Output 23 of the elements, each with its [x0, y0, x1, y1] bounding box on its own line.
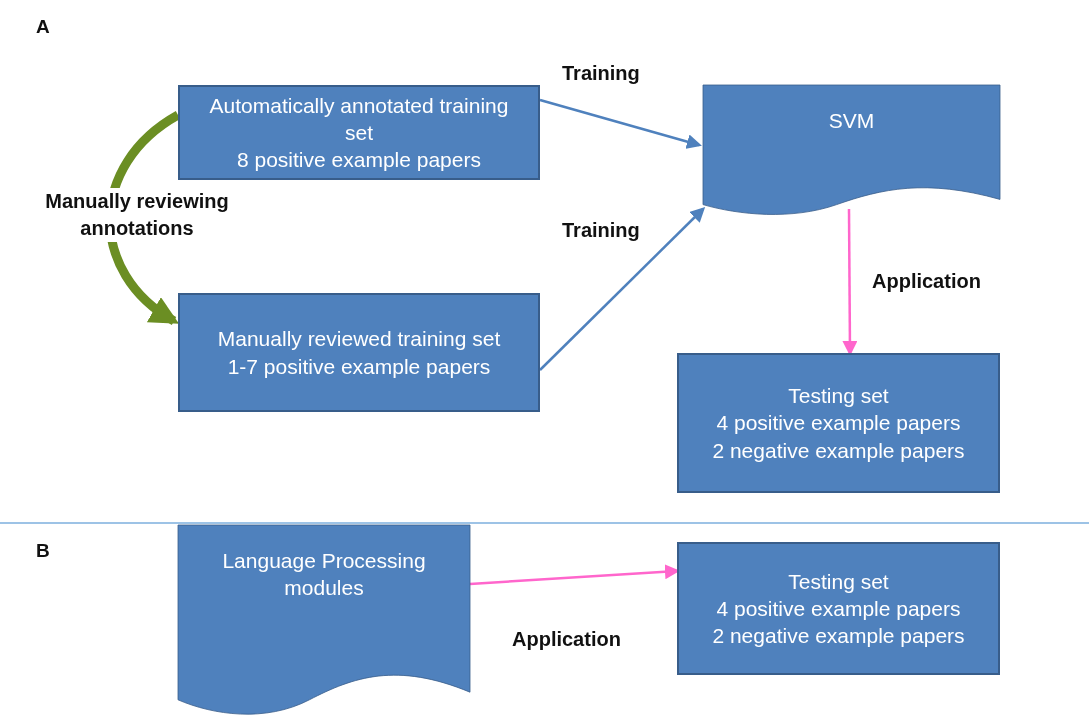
- process-box: [178, 293, 540, 412]
- node-text: 4 positive example papers: [716, 410, 961, 437]
- node-text: Automatically annotated training set: [208, 92, 510, 146]
- process-box: [178, 85, 540, 180]
- arrow: [539, 98, 702, 149]
- process-box: [677, 542, 1000, 675]
- node-text: Language Processing modules: [221, 548, 427, 602]
- arrow: [842, 209, 858, 356]
- node-text: 8 positive example papers: [237, 147, 481, 174]
- panel-label: B: [36, 540, 50, 562]
- node-text: 2 negative example papers: [712, 437, 965, 464]
- node-text: Manually reviewed training set: [217, 326, 501, 353]
- node-text: SVM: [828, 108, 875, 134]
- document-shape: [178, 525, 470, 715]
- process-box: [677, 353, 1000, 493]
- node-text: Testing set: [788, 383, 889, 410]
- node-text: 1-7 positive example papers: [227, 353, 491, 380]
- panel-label: A: [36, 16, 50, 38]
- arrow: [539, 206, 706, 371]
- node-text: Testing set: [788, 568, 889, 595]
- node-text: 2 negative example papers: [712, 623, 965, 650]
- node-text: 4 positive example papers: [716, 595, 961, 622]
- document-shape: [703, 85, 1000, 215]
